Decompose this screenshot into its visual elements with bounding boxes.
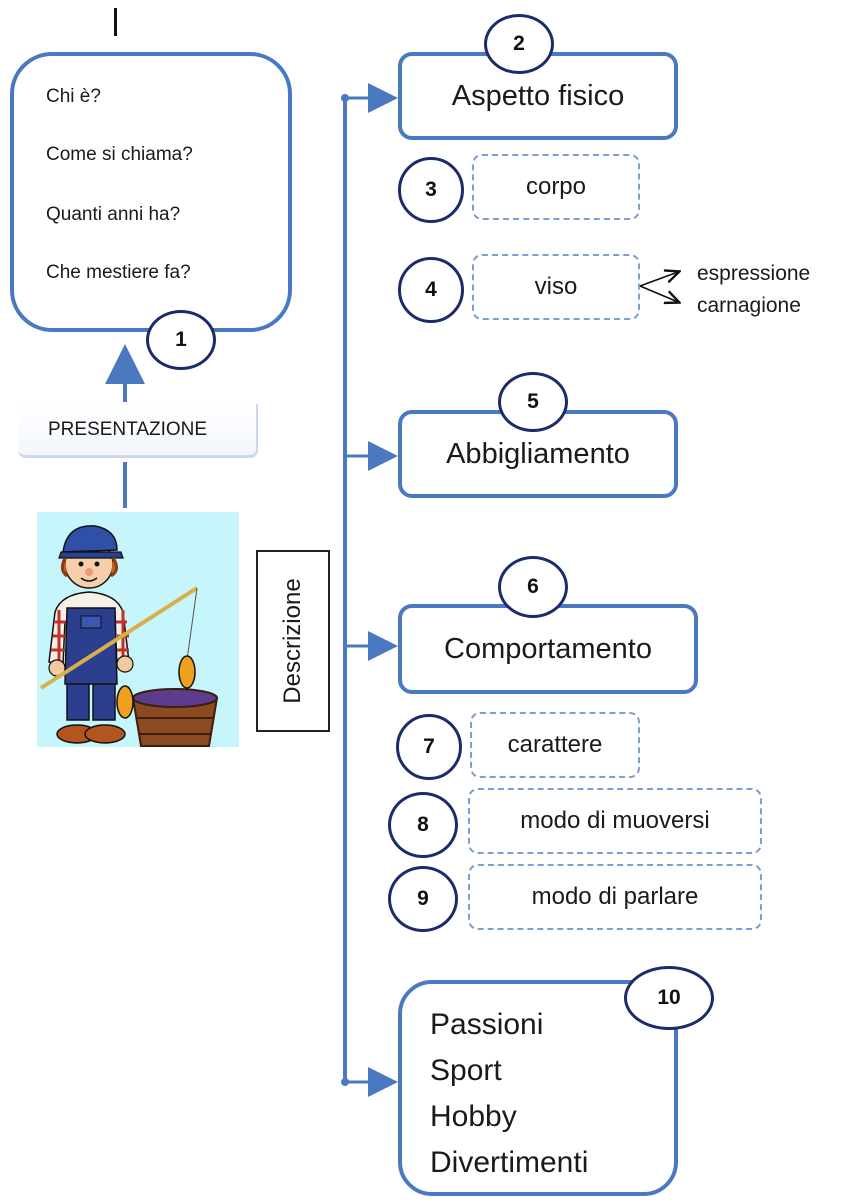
aspetto-fisico-title: Aspetto fisico bbox=[451, 79, 625, 112]
step-number-2: 2 bbox=[484, 14, 554, 74]
viso-box: viso bbox=[472, 254, 640, 320]
descrizione-label: Descrizione bbox=[279, 578, 306, 704]
comportamento-title: Comportamento bbox=[444, 632, 652, 665]
abbigliamento-title: Abbigliamento bbox=[446, 437, 630, 470]
viso-detail-carnagione: carnagione bbox=[697, 294, 801, 317]
viso-detail-espressione: espressione bbox=[697, 262, 811, 285]
step-number-6: 6 bbox=[498, 556, 568, 618]
step-number-10: 10 bbox=[624, 966, 714, 1030]
step-number-9: 9 bbox=[388, 866, 458, 932]
interest-hobby: Hobby bbox=[430, 1100, 517, 1133]
question-nome: Come si chiama? bbox=[46, 144, 193, 165]
modo-muoversi-box: modo di muoversi bbox=[468, 788, 762, 854]
interest-divertimenti: Divertimenti bbox=[430, 1146, 589, 1179]
step-number-4: 4 bbox=[398, 257, 464, 323]
modo-parlare-label: modo di parlare bbox=[531, 883, 699, 910]
question-eta: Quanti anni ha? bbox=[46, 204, 181, 225]
fisherman-boy-illustration bbox=[37, 512, 239, 747]
step-number-3: 3 bbox=[398, 157, 464, 223]
question-chi: Chi è? bbox=[46, 86, 101, 107]
question-mestiere: Che mestiere fa? bbox=[46, 262, 191, 283]
presentation-questions-box: Chi è? Come si chiama? Quanti anni ha? C… bbox=[10, 52, 292, 332]
viso-label: viso bbox=[534, 273, 578, 300]
step-number-8: 8 bbox=[388, 792, 458, 858]
modo-muoversi-label: modo di muoversi bbox=[520, 807, 710, 834]
step-number-1: 1 bbox=[146, 310, 216, 370]
presentazione-label: PRESENTAZIONE bbox=[18, 404, 258, 458]
step-number-7: 7 bbox=[396, 714, 462, 780]
comportamento-box: Comportamento bbox=[398, 604, 698, 694]
interest-sport: Sport bbox=[430, 1054, 502, 1087]
descrizione-box: Descrizione bbox=[256, 550, 330, 732]
carattere-label: carattere bbox=[507, 731, 603, 758]
corpo-label: corpo bbox=[525, 173, 587, 200]
modo-parlare-box: modo di parlare bbox=[468, 864, 762, 930]
corpo-box: corpo bbox=[472, 154, 640, 220]
step-number-5: 5 bbox=[498, 372, 568, 432]
carattere-box: carattere bbox=[470, 712, 640, 778]
text-cursor-mark bbox=[114, 8, 117, 36]
interest-passioni: Passioni bbox=[430, 1008, 544, 1041]
